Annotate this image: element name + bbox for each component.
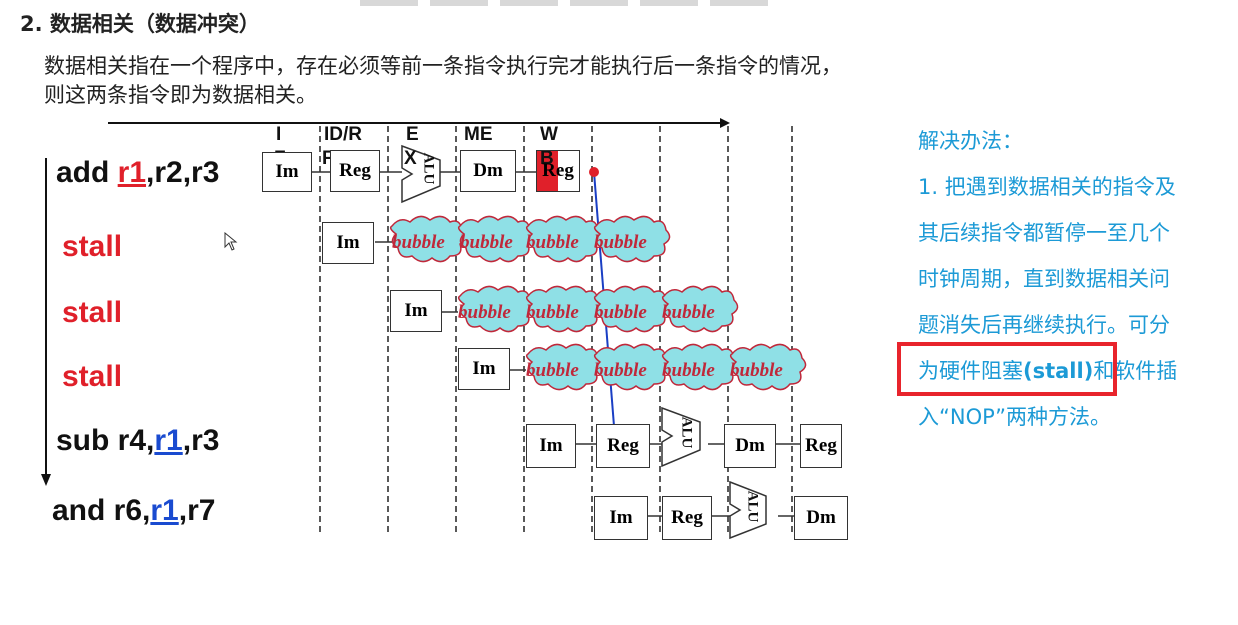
- annotation-highlight-box: [897, 342, 1117, 396]
- stage-label-if: I: [276, 124, 282, 145]
- opcode: and r6,: [52, 494, 151, 527]
- im-box: Im: [262, 152, 312, 192]
- solution-line: 1. 把遇到数据相关的指令及: [918, 175, 1176, 199]
- bubble-label: bubble: [730, 360, 783, 381]
- solution-line: 入“NOP”两种方法。: [918, 405, 1112, 429]
- description-line: 则这两条指令即为数据相关。: [44, 83, 317, 107]
- im-box: Im: [390, 290, 442, 332]
- reg-box: Reg: [662, 496, 712, 540]
- solution-line: 题消失后再继续执行。可分: [918, 313, 1170, 337]
- solution-line: 其后续指令都暂停一至几个: [918, 221, 1170, 245]
- bubble-label: bubble: [594, 360, 647, 381]
- reg-box: Reg: [330, 150, 380, 192]
- solution-line: 为硬件阻塞(stall)和软件插: [918, 348, 1238, 394]
- operands: ,r3: [182, 424, 220, 457]
- instruction-and: and r6,r1,r7: [52, 494, 215, 528]
- im-box: Im: [458, 348, 510, 390]
- bubble-label: bubble: [526, 360, 579, 381]
- im-box: Im: [594, 496, 648, 540]
- im-box: Im: [526, 424, 576, 468]
- bubble-label: bubble: [392, 232, 445, 253]
- top-tab[interactable]: [360, 0, 418, 6]
- bubble-label: bubble: [526, 232, 579, 253]
- instruction-sub: sub r4,r1,r3: [56, 424, 219, 458]
- top-tab[interactable]: [570, 0, 628, 6]
- text-segment: 为硬件阻塞: [918, 359, 1023, 383]
- reg-box: Reg: [596, 424, 650, 468]
- operands: ,r7: [178, 494, 216, 527]
- register-r1: r1: [154, 424, 183, 457]
- solution-heading: 解决办法：: [918, 129, 1023, 153]
- stage-label-ex: E: [406, 124, 419, 145]
- stall-term: (stall): [1023, 359, 1094, 383]
- register-r1: r1: [150, 494, 179, 527]
- mouse-cursor-icon: [224, 232, 238, 251]
- top-tab[interactable]: [640, 0, 698, 6]
- text-segment: 和软件插: [1093, 359, 1178, 383]
- dm-box: Dm: [724, 424, 776, 468]
- section-description: 数据相关指在一个程序中，存在必须等前一条指令执行完才能执行后一条指令的情况， 则…: [44, 52, 1044, 110]
- pipeline-diagram: I F ID/R F E X ME M W B add r1,r2,r3 sta…: [40, 116, 860, 556]
- bubble-label: bubble: [526, 302, 579, 323]
- solution-line: 时钟周期，直到数据相关问: [918, 267, 1170, 291]
- bubble-label: bubble: [594, 232, 647, 253]
- stage-label-ex-2: X: [404, 148, 417, 169]
- reg-box-writeback: Reg: [536, 150, 580, 192]
- top-tab[interactable]: [710, 0, 768, 6]
- section-title: 2. 数据相关（数据冲突）: [20, 12, 260, 36]
- dm-box: Dm: [794, 496, 848, 540]
- bubble-label: bubble: [594, 302, 647, 323]
- opcode: sub r4,: [56, 424, 155, 457]
- stage-label-wb: W: [540, 124, 558, 145]
- opcode: add: [56, 156, 118, 189]
- dm-box: Dm: [460, 150, 516, 192]
- bubble-label: bubble: [662, 360, 715, 381]
- alu-label: ALU: [744, 490, 761, 523]
- description-line: 数据相关指在一个程序中，存在必须等前一条指令执行完才能执行后一条指令的情况，: [44, 54, 842, 78]
- solution-panel: 解决办法： 1. 把遇到数据相关的指令及 其后续指令都暂停一至几个 时钟周期，直…: [918, 118, 1238, 440]
- top-tab[interactable]: [430, 0, 488, 6]
- stage-label-mem: ME: [464, 124, 493, 145]
- top-tab-strip: [360, 0, 768, 6]
- instruction-stall: stall: [62, 360, 123, 393]
- alu-label: ALU: [678, 416, 695, 449]
- stage-label-wb-2: B: [540, 148, 554, 169]
- reg-box: Reg: [800, 424, 842, 468]
- top-tab[interactable]: [500, 0, 558, 6]
- register-r1: r1: [117, 156, 147, 189]
- stage-label-idr: ID/R: [324, 124, 362, 145]
- pipeline-lines: [41, 118, 807, 540]
- stage-label-idr-2: F: [322, 148, 334, 169]
- im-box: Im: [322, 222, 374, 264]
- instruction-add: add r1,r2,r3: [56, 156, 219, 190]
- bubble-label: bubble: [662, 302, 715, 323]
- bubble-label: bubble: [458, 302, 511, 323]
- instruction-stall: stall: [62, 230, 123, 263]
- instruction-stall: stall: [62, 296, 123, 329]
- alu-label: ALU: [420, 152, 437, 185]
- operands: ,r2,r3: [146, 156, 220, 189]
- bubble-label: bubble: [460, 232, 513, 253]
